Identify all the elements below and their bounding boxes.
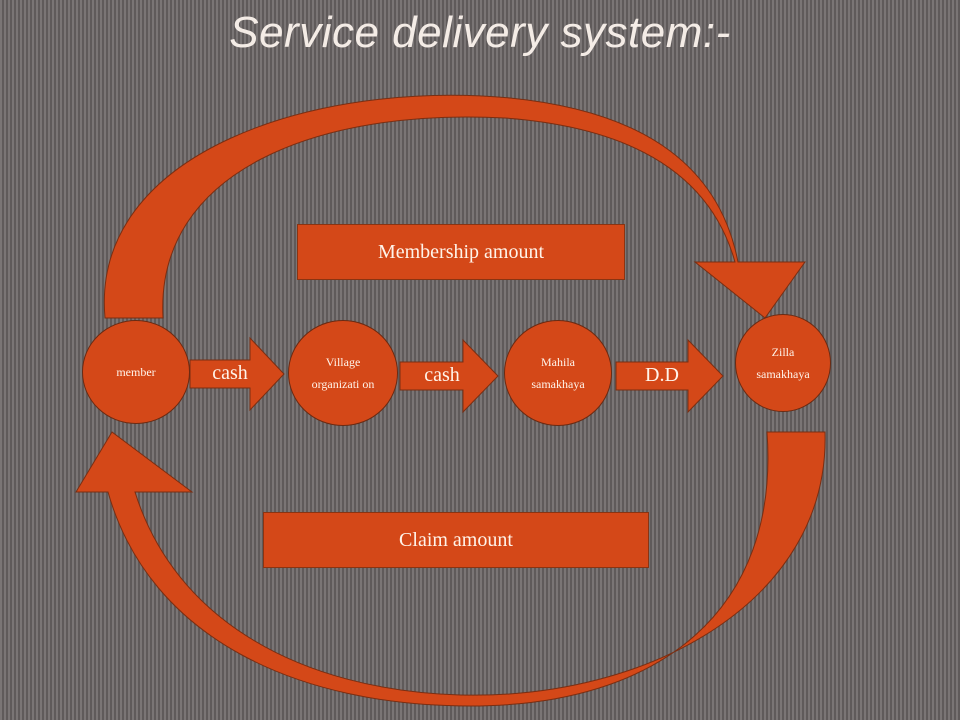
flow-arrow-2	[399, 338, 499, 414]
membership-amount-box: Membership amount	[297, 224, 625, 280]
node-mahila-samakhaya: Mahila samakhaya	[504, 320, 612, 426]
node-village-label: Village organizati on	[311, 355, 375, 391]
flow-label-dd: D.D	[645, 364, 679, 386]
top-curved-arrow	[103, 94, 806, 319]
node-mahila-label: Mahila samakhaya	[531, 355, 585, 391]
node-village-organization: Village organizati on	[288, 320, 398, 426]
node-member: member	[82, 320, 190, 424]
node-zilla-samakhaya: Zilla samakhaya	[735, 314, 831, 412]
claim-amount-box: Claim amount	[263, 512, 649, 568]
flow-arrow-1	[189, 336, 285, 412]
bottom-curved-arrow	[75, 431, 826, 707]
flow-label-cash-1: cash	[212, 362, 248, 384]
flow-arrow-3	[615, 338, 724, 414]
node-member-label: member	[116, 365, 156, 379]
flow-label-cash-2: cash	[424, 364, 460, 386]
page-title: Service delivery system:-	[229, 8, 731, 57]
node-zilla-label: Zilla samakhaya	[756, 345, 810, 381]
